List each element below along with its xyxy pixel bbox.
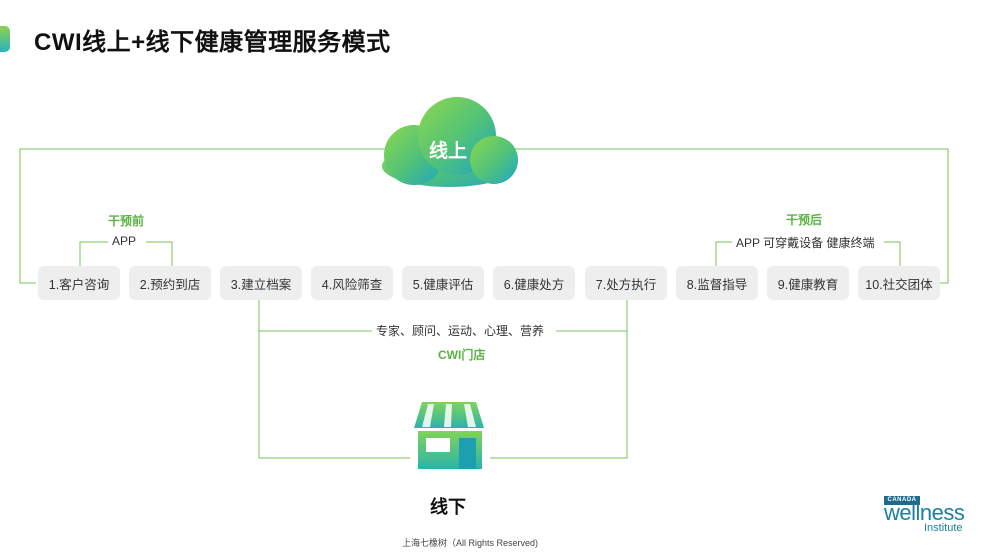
page-title: CWI线上+线下健康管理服务模式 — [34, 29, 391, 56]
online-right-connector — [512, 148, 949, 284]
step-risk-screening: 4.风险筛查 — [311, 266, 393, 300]
online-label: 线上 — [428, 141, 467, 162]
step-customer-consultation: 1.客户咨询 — [38, 266, 120, 300]
step-health-prescription: 6.健康处方 — [493, 266, 575, 300]
store-name: CWI门店 — [438, 348, 486, 362]
title-accent-bar — [0, 26, 10, 52]
copyright-text: 上海七橡树（All Rights Reserved) — [401, 538, 539, 548]
pre-intervention-channel: APP — [108, 234, 141, 248]
cloud-icon — [382, 97, 518, 187]
store-services: 专家、顾问、运动、心理、营养 — [372, 322, 549, 339]
post-intervention-title: 干预后 — [786, 213, 823, 227]
offline-label: 线下 — [430, 497, 466, 517]
step-prescription-execution: 7.处方执行 — [585, 266, 667, 300]
step-create-profile: 3.建立档案 — [220, 266, 302, 300]
pre-intervention-title: 干预前 — [108, 214, 145, 228]
step-health-education: 9.健康教育 — [767, 266, 849, 300]
post-intervention-channel: APP 可穿戴设备 健康终端 — [732, 234, 879, 251]
store-icon — [414, 402, 484, 469]
step-supervision: 8.监督指导 — [676, 266, 758, 300]
step-appointment: 2.预约到店 — [129, 266, 211, 300]
step-social-group: 10.社交团体 — [858, 266, 940, 300]
step-health-assessment: 5.健康评估 — [402, 266, 484, 300]
online-left-connector — [19, 148, 385, 284]
